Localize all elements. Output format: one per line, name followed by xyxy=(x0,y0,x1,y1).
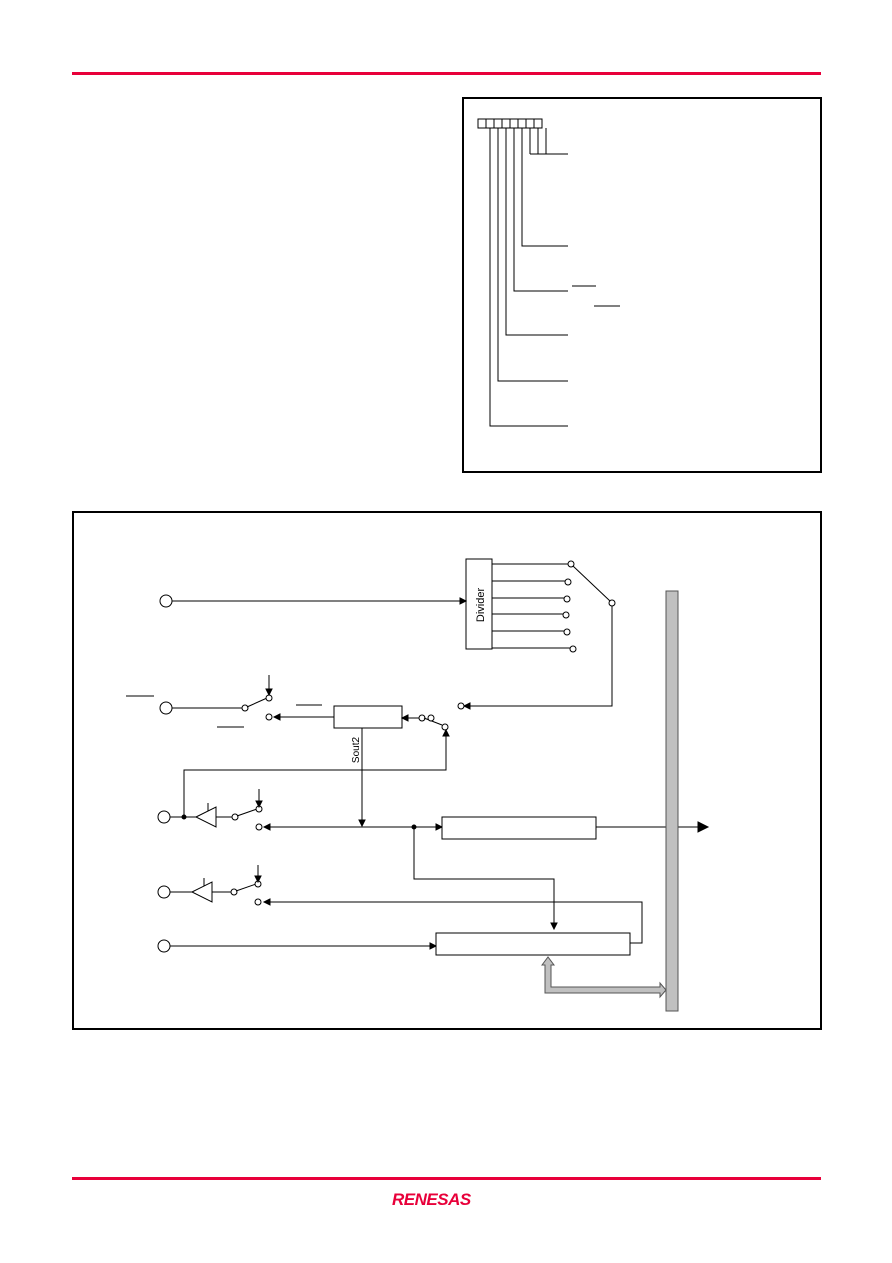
register-leader-lines xyxy=(489,128,620,427)
divider-label: Divider xyxy=(475,588,487,623)
branch-to-lower-block xyxy=(413,827,555,929)
sout2-label: Sout2 xyxy=(351,736,362,763)
register-svg xyxy=(477,118,620,427)
sout2-feedback-line xyxy=(183,730,447,818)
lower-block-feedback xyxy=(264,901,643,944)
bus-connection-arrow xyxy=(541,956,667,999)
renesas-logo: RENESAS xyxy=(392,1188,502,1210)
pin-3 xyxy=(157,810,171,824)
pin-5 xyxy=(157,939,171,953)
pin4-buffer xyxy=(190,881,213,903)
renesas-logo-text: RENESAS xyxy=(392,1190,472,1209)
internal-data-bus xyxy=(665,590,679,1012)
pin-2 xyxy=(159,701,173,715)
selector-return-line xyxy=(466,606,613,707)
pin-1 xyxy=(159,594,173,608)
lower-register-block xyxy=(435,932,631,956)
divider-outputs xyxy=(492,560,577,653)
pin3-buffer xyxy=(194,806,217,828)
upper-register-block xyxy=(441,816,597,840)
divider-block xyxy=(465,558,493,650)
sout2-block xyxy=(333,705,403,729)
block-diagram-svg: Divider Sout2 xyxy=(126,558,710,1012)
header-rule xyxy=(72,72,821,75)
pin2-switch xyxy=(246,697,268,708)
register-figure xyxy=(462,97,822,473)
register-bit-cells xyxy=(477,118,543,129)
renesas-logo-icon: RENESAS xyxy=(392,1190,472,1209)
divider-selector-switch xyxy=(572,565,611,602)
pin-4 xyxy=(157,885,171,899)
block-diagram: Divider Sout2 xyxy=(72,511,822,1030)
footer-rule xyxy=(72,1177,821,1180)
